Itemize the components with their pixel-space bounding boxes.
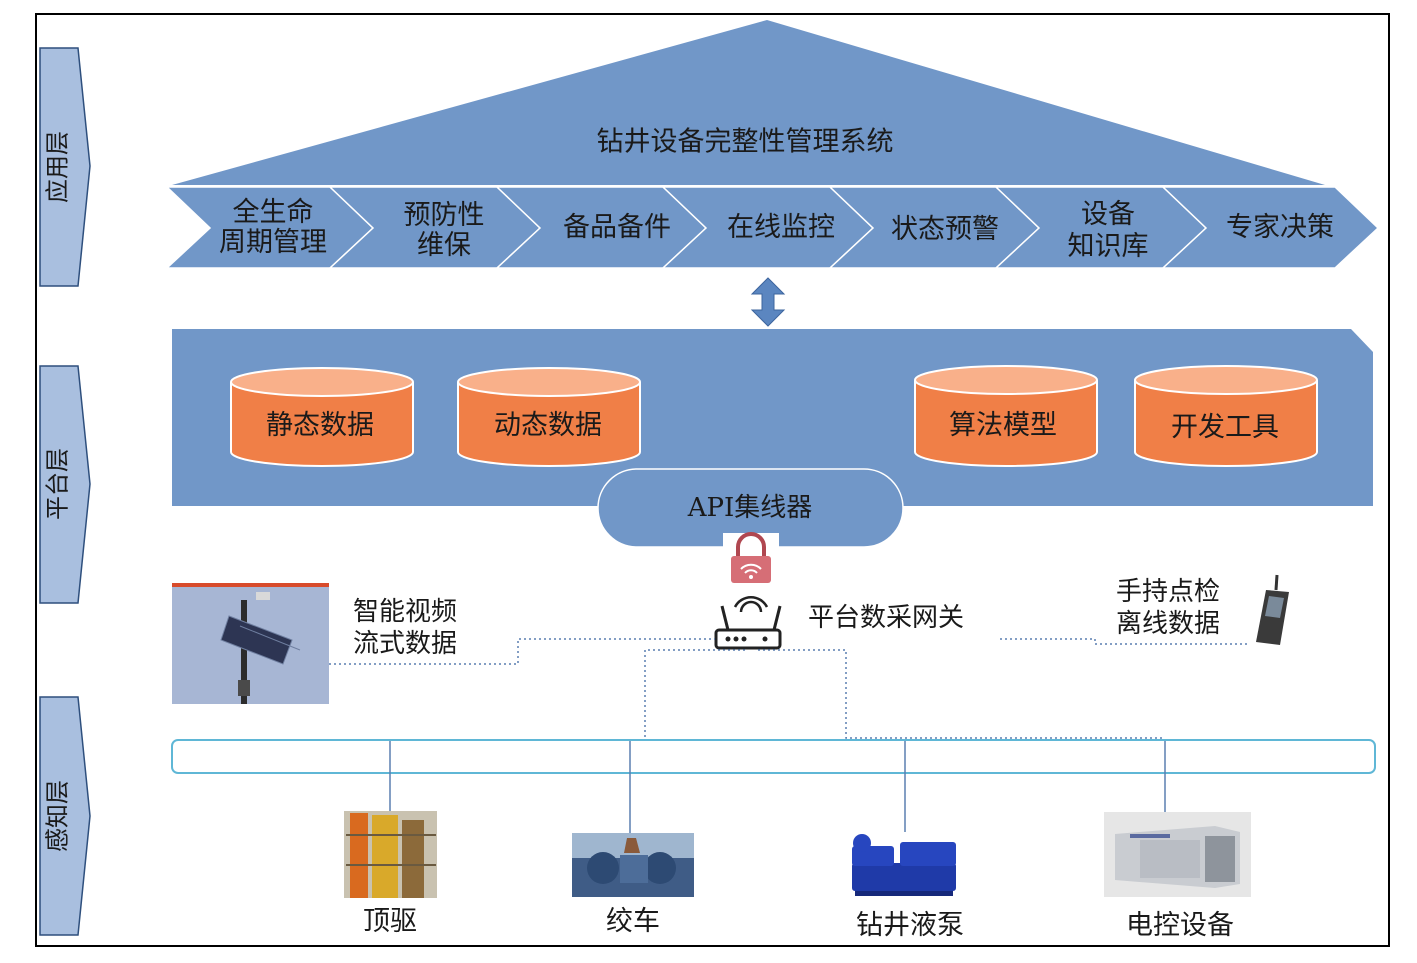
handheld-terminal-icon [1256, 574, 1289, 645]
database-algorithm [914, 365, 1098, 467]
module-lifecycle-label: 全生命 周期管理 [219, 197, 327, 258]
module-knowledge-base-label: 设备 知识库 [1067, 199, 1149, 262]
module-expert-decision-label: 专家决策 [1226, 212, 1334, 243]
router-icon [714, 596, 782, 650]
database-static-label: 静态数据 [266, 410, 374, 441]
database-devtools [1134, 365, 1318, 467]
device-mud-pump-label: 钻井液泵 [856, 910, 964, 941]
bus-drops [389, 741, 1166, 835]
drawworks-photo [572, 833, 694, 897]
camera-pole-photo [172, 583, 329, 704]
layer-tab-platform [39, 365, 91, 604]
lock-wifi-icon [723, 532, 779, 585]
database-static [230, 367, 414, 467]
video-stream-label: 智能视频 流式数据 [353, 597, 458, 659]
module-chevrons [165, 186, 1380, 269]
handheld-offline-label: 手持点检 离线数据 [1116, 577, 1221, 639]
layer-tab-perception [39, 696, 91, 936]
layer-tab-application [39, 47, 91, 287]
module-status-warning-label: 状态预警 [891, 214, 999, 245]
layer-label-perception: 感知层 [44, 780, 72, 852]
layer-label-application: 应用层 [44, 131, 72, 203]
outer-border [35, 13, 1390, 947]
field-bus [171, 739, 1376, 774]
device-drawworks-label: 绞车 [606, 906, 660, 937]
database-dynamic-label: 动态数据 [494, 410, 602, 441]
system-title: 钻井设备完整性管理系统 [597, 127, 894, 158]
layer-label-platform: 平台层 [44, 448, 72, 520]
module-preventive-maintenance-label: 预防性 维保 [403, 200, 485, 261]
top-drive-photo [344, 811, 437, 898]
device-top-drive-label: 顶驱 [363, 906, 417, 937]
database-dynamic [457, 367, 641, 467]
module-spare-parts-label: 备品备件 [563, 212, 671, 243]
device-electric-control-label: 电控设备 [1126, 910, 1234, 941]
database-algorithm-label: 算法模型 [949, 410, 1057, 441]
system-roof [172, 20, 1325, 185]
module-chevron-7 [1161, 186, 1380, 269]
api-hub-label: API集线器 [687, 493, 813, 523]
double-arrow-icon [750, 277, 786, 327]
gateway-label: 平台数采网关 [808, 603, 965, 633]
database-devtools-label: 开发工具 [1171, 412, 1279, 443]
control-cabinet-photo [1104, 812, 1251, 897]
module-online-monitoring-label: 在线监控 [727, 212, 835, 243]
mud-pump-photo [852, 834, 956, 896]
